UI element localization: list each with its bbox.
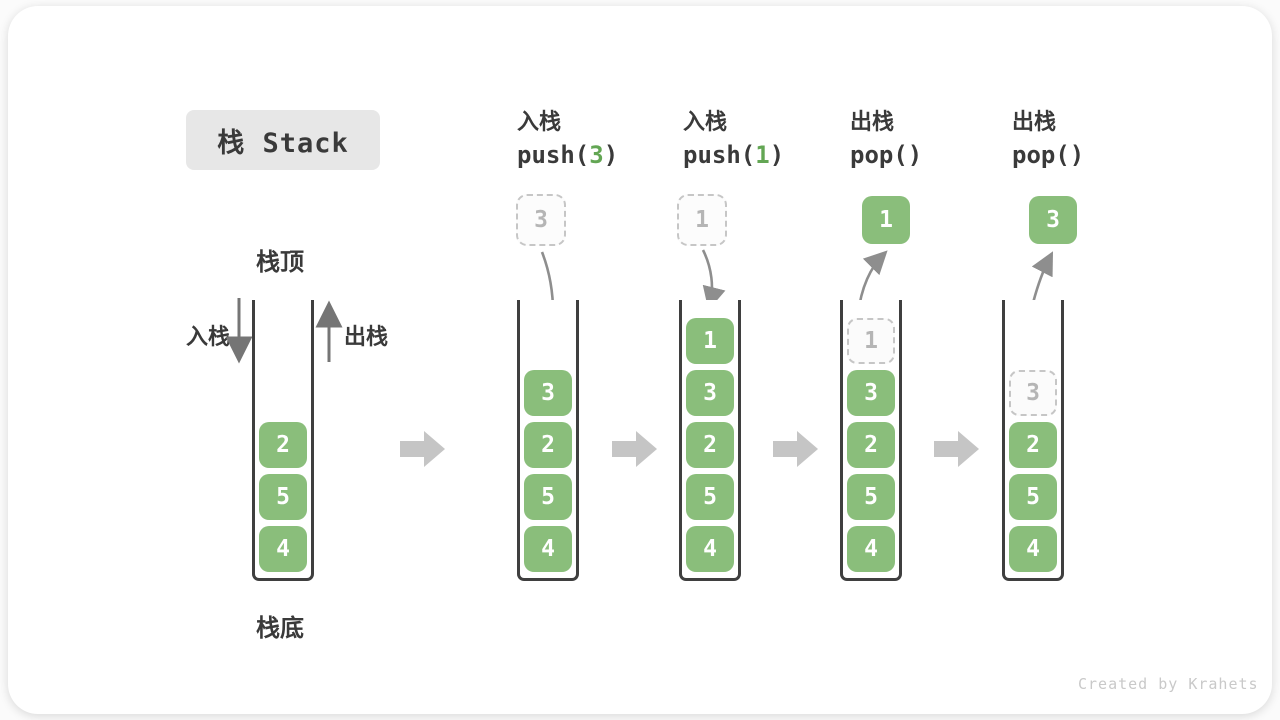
stack-block: 4 — [686, 526, 734, 572]
stack-block: 4 — [847, 526, 895, 572]
code-arg: 1 — [755, 141, 770, 169]
push-down-arrow-icon — [225, 298, 253, 364]
op-header-pop-1: 出栈 pop() — [850, 108, 1020, 172]
stack-block: 4 — [1009, 526, 1057, 572]
incoming-value-box: 3 — [516, 194, 566, 246]
code-suffix: ) — [603, 141, 619, 169]
stack-block: 2 — [259, 422, 307, 468]
page-title: 栈 Stack — [217, 127, 349, 159]
op-code: pop() — [850, 138, 1020, 172]
popped-value-box: 1 — [862, 196, 910, 244]
popped-value: 3 — [1046, 207, 1060, 233]
stack-block: 2 — [686, 422, 734, 468]
stack-block: 3 — [524, 370, 572, 416]
title-box: 栈 Stack — [186, 110, 380, 170]
stack-after-pop-1: 1 3 2 5 4 — [840, 300, 902, 581]
stack-block: 5 — [847, 474, 895, 520]
stack-after-pop-3: 3 2 5 4 — [1002, 300, 1064, 581]
stack-block: 4 — [259, 526, 307, 572]
stack-block: 4 — [524, 526, 572, 572]
transition-arrow-icon — [934, 431, 979, 467]
code-suffix: ) — [1069, 141, 1085, 169]
stack-block: 1 — [686, 318, 734, 364]
stack-block: 5 — [524, 474, 572, 520]
stack-after-push-1: 1 3 2 5 4 — [679, 300, 741, 581]
op-header-push-1: 入栈 push(1) — [683, 108, 853, 172]
code-prefix: pop( — [850, 141, 908, 169]
op-header-pop-3: 出栈 pop() — [1012, 108, 1182, 172]
stack-block: 2 — [524, 422, 572, 468]
pop-direction-label: 出栈 — [344, 325, 389, 350]
stack-block: 5 — [1009, 474, 1057, 520]
stack-top-label: 栈顶 — [256, 248, 304, 276]
op-header-push-3: 入栈 push(3) — [517, 108, 687, 172]
stack-block: 5 — [259, 474, 307, 520]
incoming-value-box: 1 — [677, 194, 727, 246]
op-label: 出栈 — [1012, 110, 1057, 135]
stack-after-push-3: 3 2 5 4 — [517, 300, 579, 581]
op-label: 入栈 — [683, 110, 728, 135]
transition-arrow-icon — [773, 431, 818, 467]
op-code: pop() — [1012, 138, 1182, 172]
popped-value: 1 — [879, 207, 893, 233]
incoming-value: 3 — [534, 207, 548, 233]
stack-block: 3 — [686, 370, 734, 416]
incoming-value: 1 — [695, 207, 709, 233]
ghost-block: 3 — [1009, 370, 1057, 416]
code-suffix: ) — [769, 141, 785, 169]
op-label: 出栈 — [850, 110, 895, 135]
op-label: 入栈 — [517, 110, 562, 135]
watermark: Created by Krahets — [1078, 675, 1259, 693]
stack-block: 3 — [847, 370, 895, 416]
stack-initial: 2 5 4 — [252, 300, 314, 581]
code-prefix: push( — [517, 141, 590, 169]
popped-value-box: 3 — [1029, 196, 1077, 244]
op-code: push(1) — [683, 138, 853, 172]
stack-bottom-label: 栈底 — [256, 614, 304, 642]
push-curved-arrow-icon — [701, 249, 726, 311]
transition-arrow-icon — [400, 431, 445, 467]
stack-block: 5 — [686, 474, 734, 520]
stack-block: 2 — [847, 422, 895, 468]
code-prefix: push( — [683, 141, 756, 169]
stack-block: 2 — [1009, 422, 1057, 468]
code-prefix: pop( — [1012, 141, 1070, 169]
ghost-block: 1 — [847, 318, 895, 364]
op-code: push(3) — [517, 138, 687, 172]
code-arg: 3 — [589, 141, 604, 169]
pop-up-arrow-icon — [315, 300, 343, 362]
push-direction-label: 入栈 — [186, 325, 231, 350]
code-suffix: ) — [907, 141, 923, 169]
transition-arrow-icon — [612, 431, 657, 467]
